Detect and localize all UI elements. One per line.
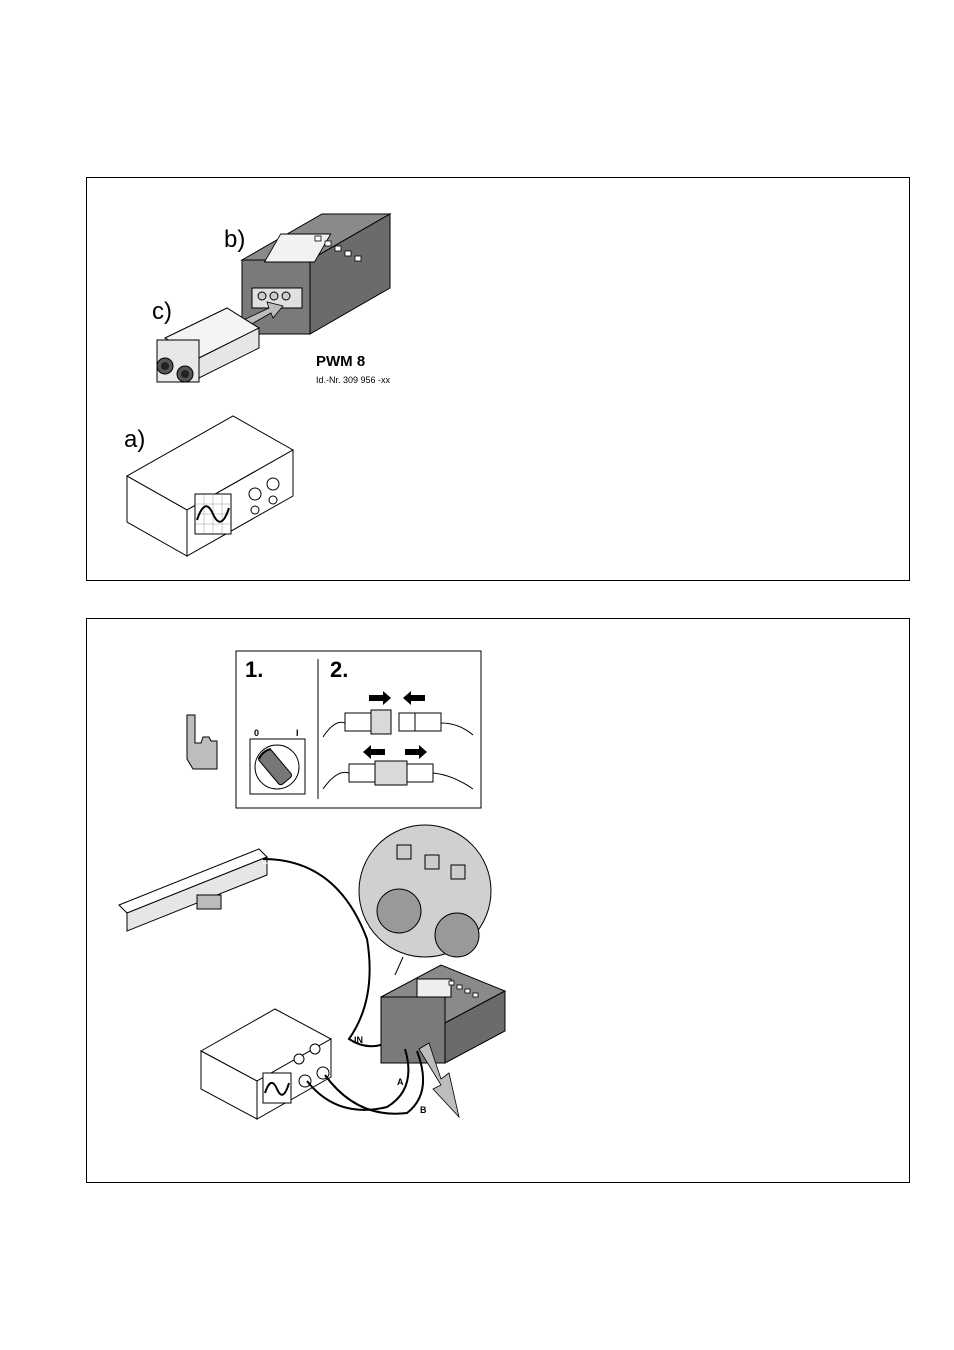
oscilloscope-icon — [199, 1008, 333, 1120]
pwm8-device — [240, 213, 392, 335]
cable-a-label: A — [397, 1077, 404, 1087]
connection-illustration — [118, 650, 507, 1120]
cable-b-label: B — [420, 1105, 427, 1115]
step-2-label: 2. — [330, 657, 349, 682]
switch-on-label: I — [296, 728, 299, 738]
label-a: a) — [124, 426, 146, 453]
rotary-switch-icon — [249, 738, 306, 795]
interface-card — [156, 307, 261, 383]
equipment-illustration — [125, 213, 392, 557]
hand-pointer-icon — [186, 714, 218, 770]
linear-encoder — [118, 848, 268, 932]
step-1-label: 1. — [245, 657, 264, 682]
panel-equipment-overview: b) c) a) PWM 8 Id.-Nr. 309 956 -xx — [86, 177, 910, 581]
oscilloscope-icon — [125, 415, 295, 557]
label-c: c) — [152, 298, 172, 325]
cable-in-label: IN — [354, 1035, 363, 1045]
arrow-icon — [363, 691, 427, 759]
label-b: b) — [224, 226, 246, 253]
device-name: PWM 8 — [316, 353, 366, 370]
output-arrow-icon — [418, 1042, 460, 1119]
sine-wave-icon — [264, 1082, 290, 1096]
connector-icon — [322, 709, 474, 790]
sine-wave-icon — [196, 505, 230, 523]
switch-off-label: 0 — [254, 728, 260, 738]
device-id: Id.-Nr. 309 956 -xx — [316, 375, 391, 385]
panel-connection-setup: 1. 2. 0 I IN A B — [86, 618, 910, 1183]
pwm8-device-connected — [379, 964, 507, 1064]
